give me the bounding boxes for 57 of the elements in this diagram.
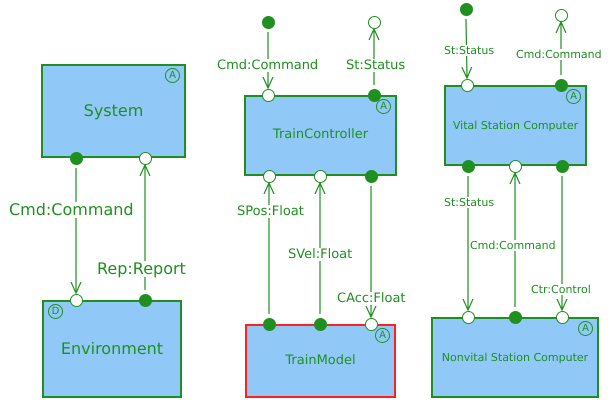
output-port — [460, 3, 473, 16]
input-port — [70, 294, 83, 307]
edge-label: Cmd:Command — [8, 202, 135, 218]
edge-label: St:Status — [443, 197, 496, 208]
connector-arrow — [462, 176, 474, 311]
edge-label: CAcc:Float — [336, 292, 407, 305]
connector-arrow — [365, 186, 377, 318]
component-box — [42, 300, 182, 398]
edge-label: Ctr:Control — [530, 284, 592, 295]
output-port — [139, 294, 152, 307]
output-port — [368, 89, 381, 102]
connector-arrow — [314, 182, 326, 314]
connector-arrow — [509, 172, 521, 307]
edge-label: Cmd:Command — [216, 59, 320, 72]
type-badge: D — [48, 304, 63, 319]
edge-label: St:Status — [345, 59, 406, 72]
component-name: Nonvital Station Computer — [442, 350, 588, 364]
type-badge: A — [165, 68, 180, 83]
edge-label: Cmd:Command — [469, 240, 557, 251]
component-name: System — [84, 101, 144, 121]
output-port — [365, 170, 378, 183]
input-port — [555, 9, 568, 22]
output-port — [314, 318, 327, 331]
output-port — [262, 16, 275, 29]
input-port — [368, 16, 381, 29]
type-badge: A — [578, 321, 593, 336]
input-port — [139, 152, 152, 165]
input-port — [262, 89, 275, 102]
component-name: TrainModel — [285, 352, 356, 370]
input-port — [263, 170, 276, 183]
component-box — [431, 317, 599, 398]
input-port — [462, 311, 475, 324]
component-box — [41, 64, 186, 158]
component-box — [245, 324, 396, 398]
edge-label: SVel:Float — [287, 248, 354, 261]
edge-label: Rep:Report — [96, 261, 187, 277]
component-box — [244, 95, 397, 176]
output-port — [462, 160, 475, 173]
edge-label: Cmd:Command — [515, 49, 603, 60]
edge-label: SPos:Float — [236, 205, 305, 218]
output-port — [70, 152, 83, 165]
input-port — [556, 311, 569, 324]
input-port — [461, 79, 474, 92]
output-port — [555, 79, 568, 92]
output-port — [509, 311, 522, 324]
input-port — [509, 160, 522, 173]
component-name: Environment — [60, 339, 164, 359]
input-port — [365, 318, 378, 331]
edge-label: St:Status — [443, 45, 496, 56]
connector-arrow — [263, 182, 275, 314]
connector-arrow — [556, 176, 568, 311]
component-name: TrainController — [272, 127, 368, 144]
output-port — [263, 318, 276, 331]
input-port — [314, 170, 327, 183]
component-box — [444, 85, 587, 166]
output-port — [556, 160, 569, 173]
component-name: Vital Station Computer — [452, 118, 578, 132]
